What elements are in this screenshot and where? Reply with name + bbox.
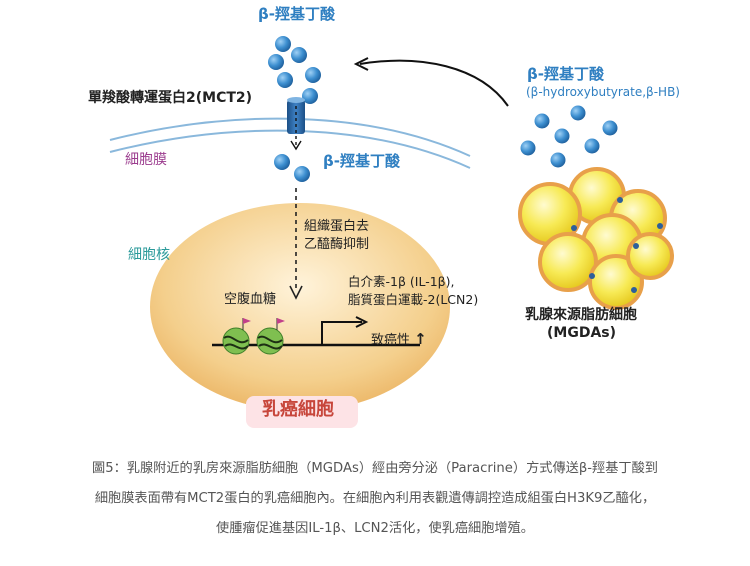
oncogenic-text: 致癌性	[371, 333, 411, 348]
nucleosome-2	[256, 318, 285, 355]
cell-title: 乳癌細胞	[262, 399, 334, 420]
top-molecule-label: β-羥基丁酸	[258, 5, 335, 23]
mct2-channel	[287, 97, 305, 151]
mct2-label: 單羧酸轉運蛋白2(MCT2)	[88, 90, 253, 106]
genes-line1: 白介素-1β (IL-1β),	[348, 274, 455, 289]
genes-line2: 脂質蛋白運載-2(LCN2)	[348, 292, 479, 307]
diagram-canvas	[109, 36, 674, 411]
up-arrow-icon: ↑	[414, 330, 427, 348]
oncogenic-label: 致癌性 ↑	[371, 330, 427, 349]
extracellular-molecules	[268, 36, 321, 104]
adipocyte-cluster	[518, 167, 674, 310]
source-label-cn: β-羥基丁酸	[527, 65, 604, 83]
nucleosome-1	[222, 318, 251, 355]
hdac-inhibition-line1: 組織蛋白去	[304, 219, 370, 234]
adipocyte-label-en: (MGDAs)	[547, 325, 617, 341]
intracellular-molecules	[274, 154, 310, 182]
source-label-en: (β-hydroxybutyrate,β-HB)	[526, 85, 680, 99]
nucleus	[150, 203, 450, 411]
fasting-glucose-label: 空腹血糖	[224, 292, 277, 307]
caption-line-2: 細胞膜表面帶有MCT2蛋白的乳癌細胞內。在細胞內利用表觀遺傳調控造成組蛋白H3K…	[94, 491, 656, 506]
hdac-inhibition-line2: 乙醯酶抑制	[304, 237, 370, 252]
caption-line-1: 圖5：乳腺附近的乳房來源脂肪細胞（MGDAs）經由旁分泌（Paracrine）方…	[92, 461, 658, 476]
nucleus-label: 細胞核	[128, 247, 170, 263]
cell-title-box	[246, 396, 358, 428]
signal-arrow	[289, 188, 303, 300]
membrane-label: 細胞膜	[125, 152, 167, 168]
caption-line-3: 使腫瘤促進基因IL-1β、LCN2活化，使乳癌細胞增殖。	[216, 521, 534, 536]
adipocyte-label-cn: 乳腺來源脂肪細胞	[525, 307, 637, 323]
transcription-arrow	[321, 316, 369, 345]
secreted-molecules	[520, 105, 618, 168]
figure-caption: 圖5：乳腺附近的乳房來源脂肪細胞（MGDAs）經由旁分泌（Paracrine）方…	[20, 454, 730, 544]
paracrine-arrow	[353, 57, 509, 107]
inside-molecule-label: β-羥基丁酸	[323, 152, 400, 170]
